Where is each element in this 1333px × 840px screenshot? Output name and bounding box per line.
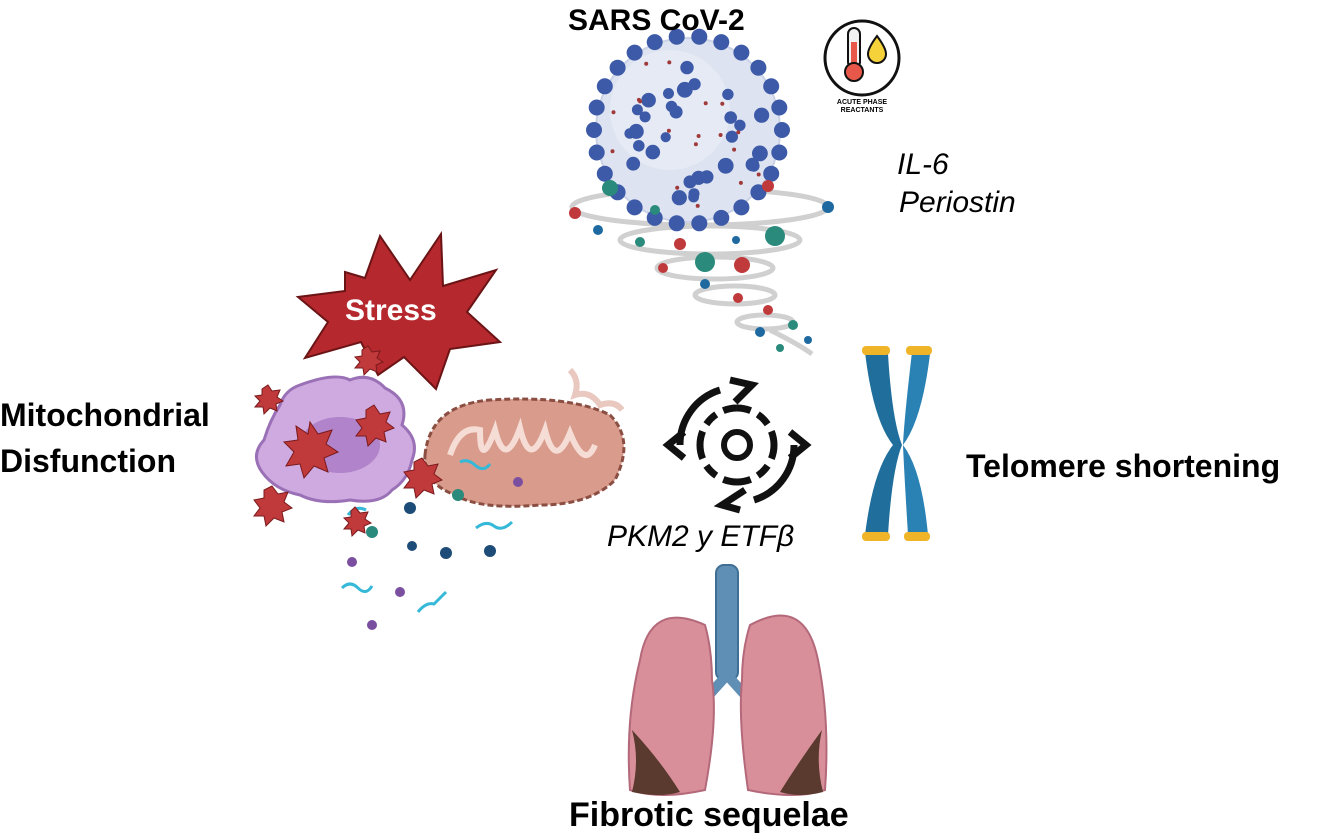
mito-line-2: Disfunction bbox=[0, 443, 176, 479]
spike-protein bbox=[631, 104, 643, 116]
acute-phase-icon bbox=[823, 19, 901, 97]
mito-line-1: Mitochondrial bbox=[0, 397, 210, 433]
spike-protein bbox=[713, 209, 730, 226]
cell-debris bbox=[340, 459, 523, 630]
spike-protein bbox=[665, 100, 678, 113]
virus-dot bbox=[718, 133, 723, 137]
ros-bursts bbox=[253, 345, 444, 538]
spike-protein bbox=[688, 191, 699, 203]
spike-protein bbox=[754, 107, 770, 123]
acute-phase-label: ACUTE PHASE REACTANTS bbox=[833, 99, 891, 115]
spike-protein bbox=[722, 88, 734, 101]
spike-protein bbox=[691, 170, 706, 185]
spike-protein bbox=[725, 130, 739, 143]
spike-protein bbox=[750, 59, 767, 76]
virus-spikes bbox=[586, 28, 790, 232]
virus-title: SARS CoV-2 bbox=[568, 4, 745, 37]
spike-protein bbox=[771, 144, 788, 161]
cell-shape bbox=[255, 375, 416, 504]
spike-protein bbox=[771, 99, 788, 116]
spike-protein bbox=[668, 28, 685, 45]
telomere-label: Telomere shortening bbox=[966, 448, 1281, 484]
virus-dot bbox=[675, 185, 680, 190]
spike-protein bbox=[717, 157, 734, 174]
spike-protein bbox=[691, 215, 708, 232]
virus-dot bbox=[644, 61, 649, 66]
il6-label: IL-6 bbox=[897, 148, 949, 181]
spike-protein bbox=[588, 99, 605, 116]
virus-dot bbox=[693, 142, 698, 147]
virus-dot bbox=[738, 180, 743, 185]
spike-protein bbox=[733, 44, 750, 61]
spike-protein bbox=[641, 92, 656, 108]
spike-protein bbox=[676, 81, 693, 98]
spike-protein bbox=[724, 111, 737, 124]
spike-protein bbox=[646, 209, 663, 226]
spike-protein bbox=[588, 144, 605, 161]
mitochondrial-dysfunction-label: Mitochondrial Disfunction bbox=[0, 392, 210, 484]
virus-tornado bbox=[569, 28, 831, 357]
spike-protein bbox=[646, 34, 663, 51]
spike-protein bbox=[639, 111, 651, 123]
spike-protein bbox=[596, 78, 613, 95]
spike-protein bbox=[734, 119, 746, 131]
periostin-label: Periostin bbox=[899, 186, 1016, 219]
virus-dot bbox=[667, 60, 672, 65]
particles bbox=[569, 180, 834, 352]
spike-protein bbox=[752, 145, 768, 162]
virus-dot bbox=[666, 128, 671, 133]
virus-dot bbox=[610, 149, 615, 154]
spike-protein bbox=[596, 165, 613, 182]
virus-dot bbox=[696, 134, 701, 138]
spike-protein bbox=[668, 215, 685, 232]
stress-burst bbox=[295, 230, 503, 391]
spike-protein bbox=[645, 144, 661, 160]
spike-protein bbox=[633, 140, 645, 152]
virus-dot bbox=[756, 172, 761, 177]
spike-protein bbox=[609, 59, 626, 76]
virus-dot bbox=[720, 101, 725, 106]
lungs bbox=[627, 564, 828, 796]
virus-dot bbox=[695, 203, 700, 208]
cycle-arrows-icon bbox=[662, 376, 812, 514]
spike-protein bbox=[663, 88, 674, 99]
pkm2-label: PKM2 y ETFβ bbox=[607, 520, 795, 553]
spike-protein bbox=[660, 132, 671, 143]
chromosome bbox=[862, 346, 932, 541]
spike-protein bbox=[626, 156, 641, 171]
spike-protein bbox=[628, 123, 644, 139]
spike-protein bbox=[763, 165, 780, 182]
spike-protein bbox=[733, 199, 750, 216]
spike-protein bbox=[680, 60, 694, 75]
spike-protein bbox=[671, 190, 687, 206]
virus-dot bbox=[636, 97, 641, 102]
spike-protein bbox=[626, 44, 643, 61]
virus-dot bbox=[732, 147, 737, 152]
spike-protein bbox=[691, 28, 708, 45]
spike-protein bbox=[763, 78, 780, 95]
spike-protein bbox=[586, 122, 602, 138]
spike-protein bbox=[748, 160, 760, 172]
acute-phase-line-2: REACTANTS bbox=[840, 107, 884, 114]
virus-dot bbox=[736, 130, 741, 135]
spike-protein bbox=[713, 34, 730, 51]
virus-dot bbox=[703, 101, 708, 106]
mitochondrion bbox=[423, 367, 626, 508]
stress-label: Stress bbox=[345, 294, 437, 327]
spike-protein bbox=[750, 184, 767, 201]
acute-phase-line-1: ACUTE PHASE bbox=[836, 99, 888, 106]
fibrotic-label: Fibrotic sequelae bbox=[569, 796, 849, 834]
virus-dot bbox=[611, 110, 616, 115]
spike-protein bbox=[626, 199, 643, 216]
spike-protein bbox=[774, 122, 790, 138]
